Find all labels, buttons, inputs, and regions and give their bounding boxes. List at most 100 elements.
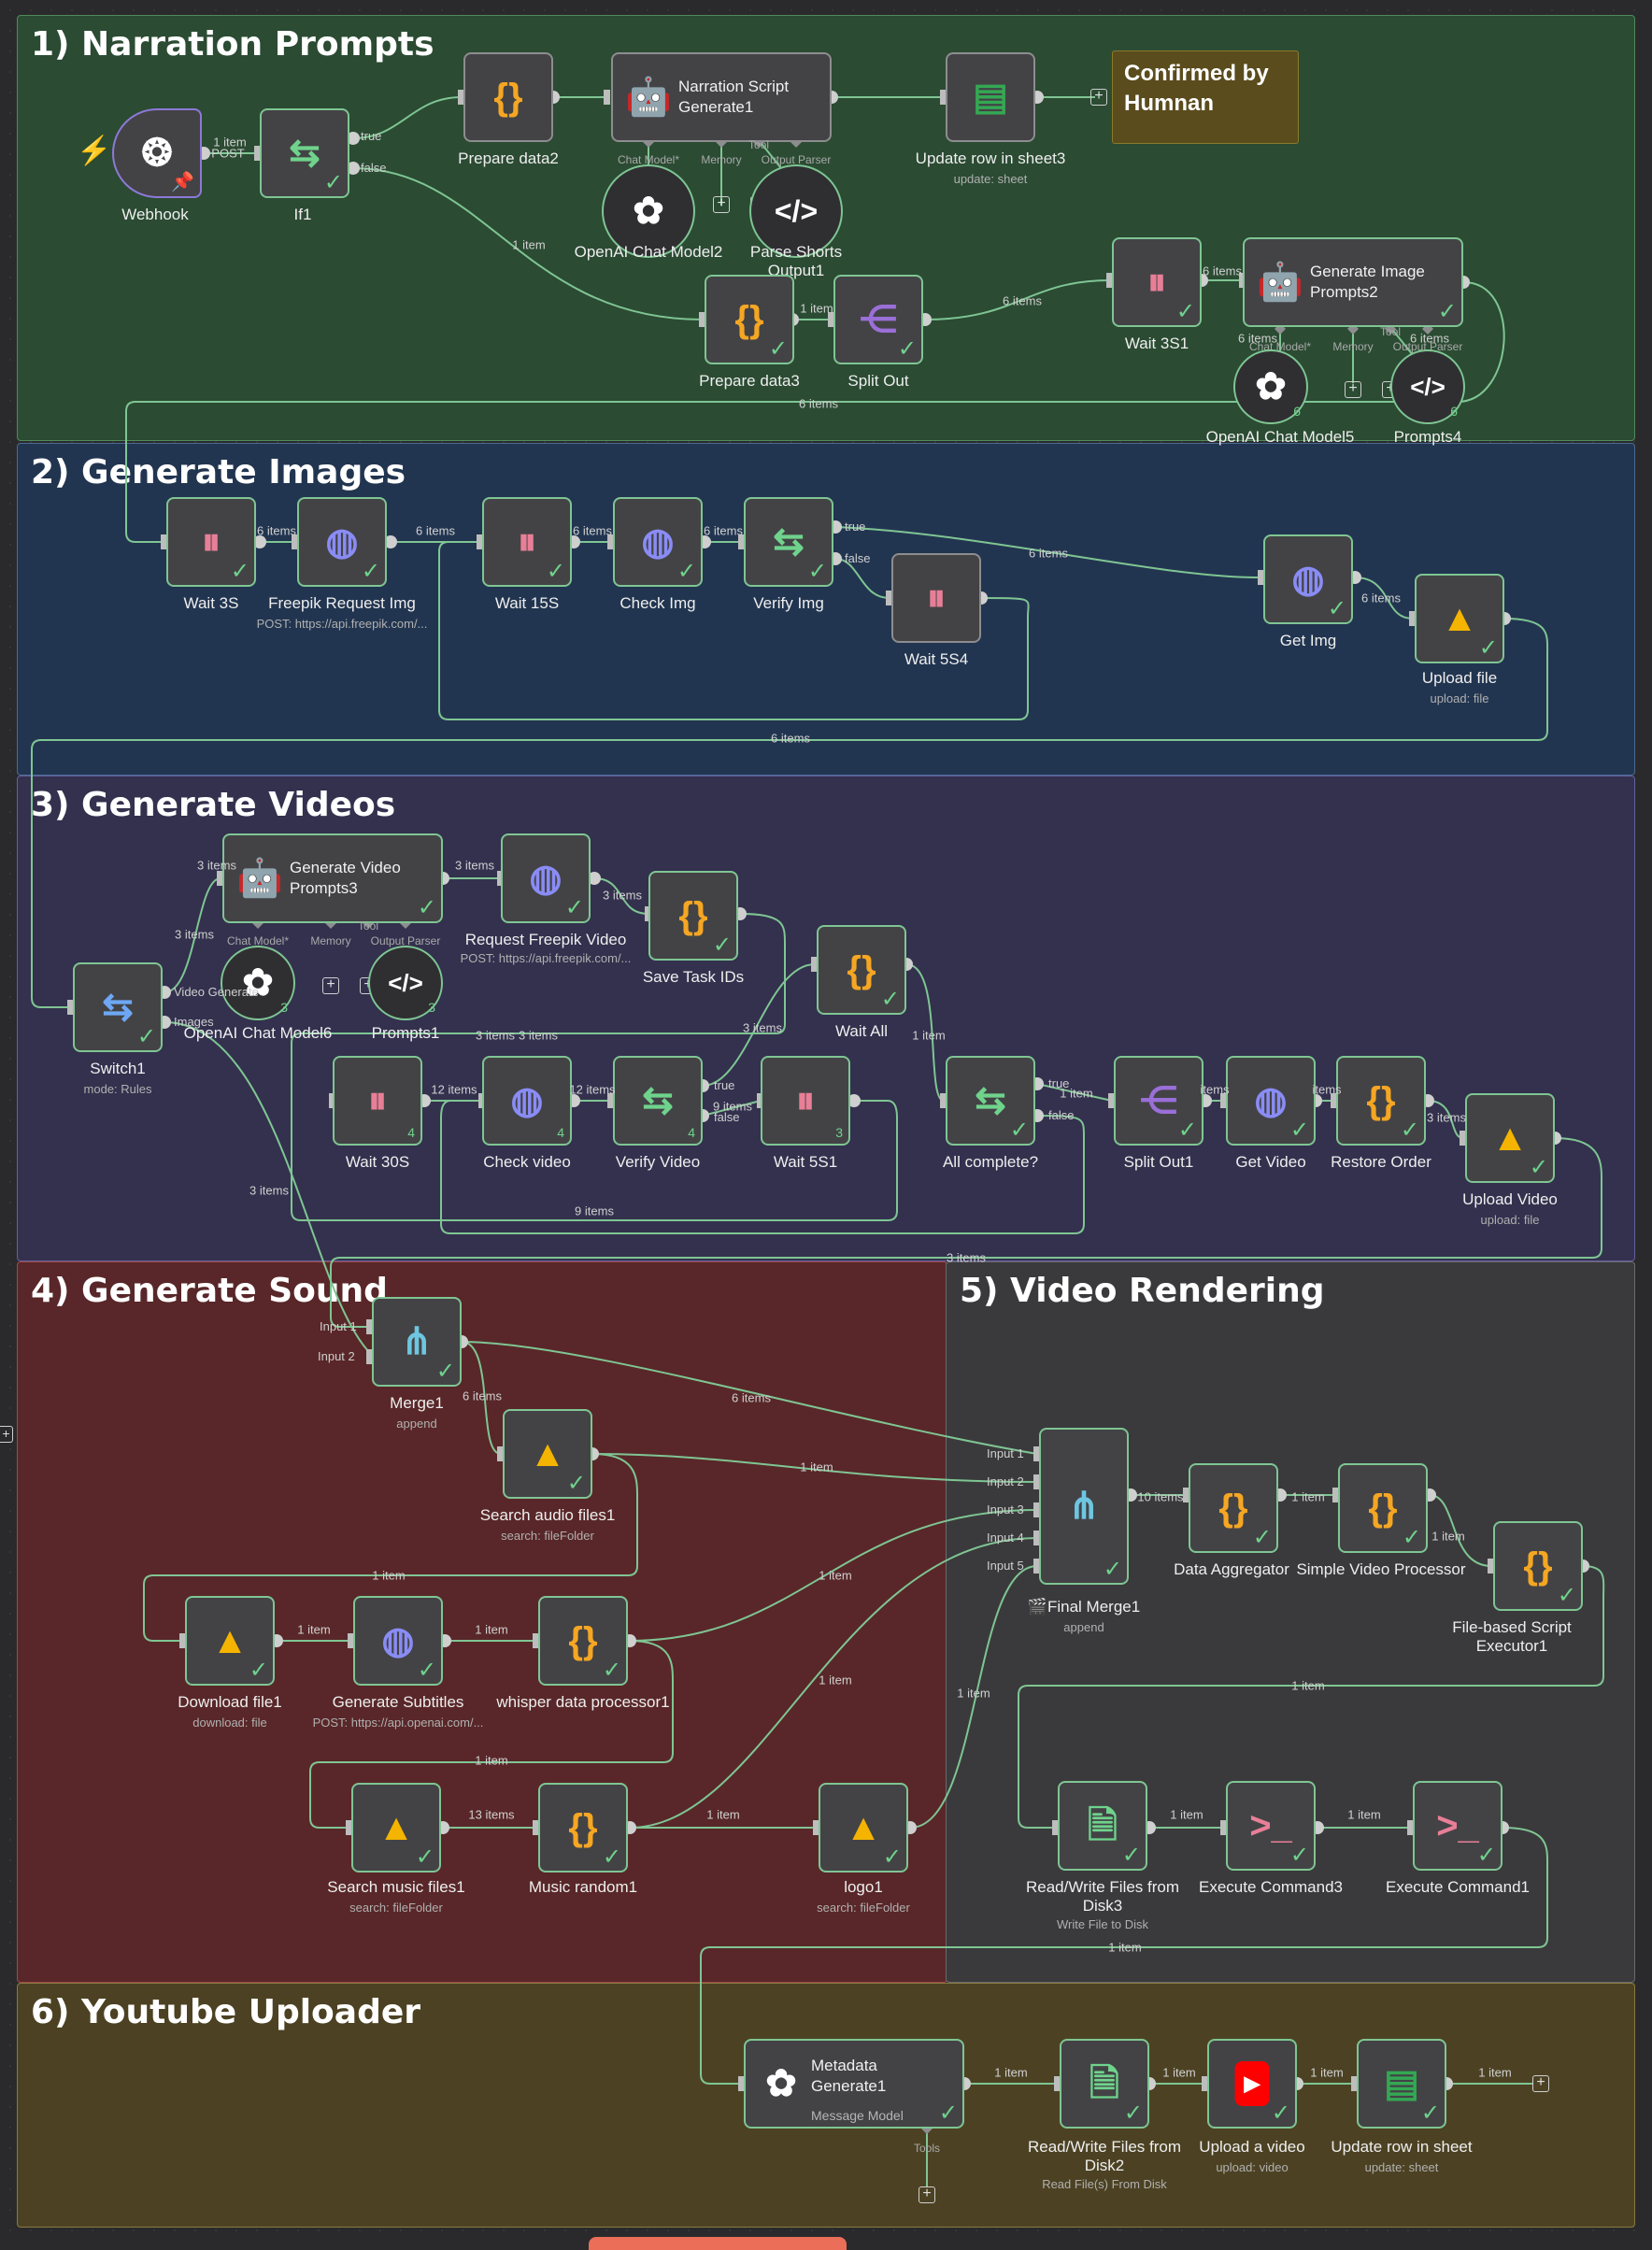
port-label-input-1: Input 1 xyxy=(987,1446,1024,1460)
check-icon: ✓ xyxy=(602,1844,621,1870)
sidebar-expand-icon[interactable]: + xyxy=(0,1426,13,1443)
simple-video-processor-node[interactable]: {}✓ xyxy=(1338,1463,1428,1553)
whisper-data-processor1-node[interactable]: {}✓ xyxy=(538,1596,628,1686)
node-sublabel: download: file xyxy=(192,1716,267,1730)
verify-video-node[interactable]: ⇆4 xyxy=(613,1056,703,1146)
openai-chat-model2-node[interactable]: ✿ xyxy=(602,164,695,258)
get-img-node[interactable]: ◍✓ xyxy=(1263,534,1353,624)
node-label: Update row in sheet xyxy=(1331,2138,1473,2156)
prepare-data2-node[interactable]: {} xyxy=(463,52,553,142)
openai-icon: ✿ xyxy=(633,191,664,232)
wait-3s1-node[interactable]: ⏸✓ xyxy=(1112,237,1202,327)
prompts4-node[interactable]: </>6 xyxy=(1390,349,1465,424)
wire-label: 1 item xyxy=(1478,2065,1512,2080)
read-write-files-disk2-node[interactable]: 🗎✓ xyxy=(1060,2039,1149,2129)
node-sublabel: POST: https://api.openai.com/... xyxy=(312,1716,484,1730)
wire-label: 6 items xyxy=(416,523,455,538)
add-tool-button[interactable]: + xyxy=(919,2186,935,2203)
file-based-script-executor1-node[interactable]: {}✓ xyxy=(1493,1521,1583,1611)
sub-port-chat-model: Chat Model* xyxy=(226,934,290,947)
add-node-button[interactable]: + xyxy=(1532,2075,1549,2092)
wire-label: 6 items xyxy=(1203,263,1242,278)
sticky-note[interactable]: Confirmed by Humnan xyxy=(1112,50,1299,144)
add-memory-button[interactable]: + xyxy=(322,977,339,994)
split-out-node[interactable]: ⋲✓ xyxy=(833,275,923,364)
openai-chat-model5-node[interactable]: ✿6 xyxy=(1233,349,1308,424)
upload-video-node[interactable]: ▲✓ xyxy=(1465,1093,1555,1183)
narration-script-node[interactable]: 🤖Narration Script Generate1 xyxy=(611,52,832,142)
final-merge1-node[interactable]: ⋔✓ xyxy=(1039,1428,1129,1585)
music-random1-node[interactable]: {}✓ xyxy=(538,1783,628,1873)
gen-image-prompts2-node[interactable]: 🤖Generate Image Prompts2✓ xyxy=(1243,237,1463,327)
logo1-node[interactable]: ▲✓ xyxy=(819,1783,908,1873)
port-label-input-2: Input 2 xyxy=(987,1474,1024,1488)
google-drive-icon: ▲ xyxy=(529,1433,566,1474)
verify-img-node[interactable]: ⇆✓ xyxy=(744,497,833,587)
wait-15s-node[interactable]: ⏸✓ xyxy=(482,497,572,587)
upload-file-node[interactable]: ▲✓ xyxy=(1415,574,1504,663)
node-label: Prepare data3 xyxy=(699,372,800,390)
braces-icon: {} xyxy=(1366,1080,1396,1121)
restore-order-node[interactable]: {}✓ xyxy=(1336,1056,1426,1146)
wire-label: 6 items xyxy=(1003,293,1042,308)
wait-30s-node[interactable]: ⏸4 xyxy=(333,1056,422,1146)
execute-command3-node[interactable]: >_✓ xyxy=(1226,1781,1316,1871)
bottom-action-button[interactable] xyxy=(589,2237,847,2250)
gen-video-prompts3-node[interactable]: 🤖Generate Video Prompts3✓ xyxy=(222,833,443,923)
switch1-node[interactable]: ⇆✓ xyxy=(73,962,163,1052)
split-out1-node[interactable]: ⋲✓ xyxy=(1114,1056,1203,1146)
wait-3s-node[interactable]: ⏸✓ xyxy=(166,497,256,587)
wire-label: 3 items xyxy=(1427,1110,1466,1125)
freepik-request-img-node[interactable]: ◍✓ xyxy=(297,497,387,587)
google-drive-icon: ▲ xyxy=(1491,1118,1529,1159)
check-img-node[interactable]: ◍✓ xyxy=(613,497,703,587)
get-video-node[interactable]: ◍✓ xyxy=(1226,1056,1316,1146)
data-aggregator-node[interactable]: {}✓ xyxy=(1189,1463,1278,1553)
openai-icon: ✿ xyxy=(1255,366,1287,407)
node-label: Request Freepik Video xyxy=(464,931,627,948)
if1-node[interactable]: ⇆✓ xyxy=(260,108,349,198)
download-file1-node[interactable]: ▲✓ xyxy=(185,1596,275,1686)
wait-5s4-node[interactable]: ⏸ xyxy=(891,553,981,643)
check-icon: ✓ xyxy=(897,336,917,362)
wire-label: 1 item xyxy=(1347,1807,1381,1822)
search-music-files1-node[interactable]: ▲✓ xyxy=(351,1783,441,1873)
check-icon: ✓ xyxy=(136,1024,156,1049)
node-sublabel: upload: file xyxy=(1430,691,1489,705)
openai-chat-model6-node[interactable]: ✿3 xyxy=(221,946,295,1020)
check-video-node[interactable]: ◍4 xyxy=(482,1056,572,1146)
update-row-in-sheet-node[interactable]: ▤✓ xyxy=(1357,2039,1446,2129)
add-node-button[interactable]: + xyxy=(1090,89,1107,106)
node-label: Prompts1 xyxy=(371,1024,440,1042)
node-label: whisper data processor1 xyxy=(496,1693,670,1711)
run-count-badge: 3 xyxy=(428,1000,435,1015)
globe-icon: ◍ xyxy=(529,858,563,899)
wait-all-node[interactable]: {}✓ xyxy=(817,925,906,1015)
node-label: Wait All xyxy=(834,1022,889,1040)
add-memory-button[interactable]: + xyxy=(1345,381,1361,398)
run-count-badge: 6 xyxy=(1293,404,1301,419)
request-freepik-video-node[interactable]: ◍✓ xyxy=(501,833,591,923)
openai-icon: ✿ xyxy=(765,2063,797,2104)
merge1-node[interactable]: ⋔✓ xyxy=(372,1297,462,1387)
port-label-false: false xyxy=(714,1110,740,1124)
prompts1-node[interactable]: </>3 xyxy=(368,946,443,1020)
prepare-data3-node[interactable]: {}✓ xyxy=(705,275,794,364)
search-audio-files1-node[interactable]: ▲✓ xyxy=(503,1409,592,1499)
port-label-true: true xyxy=(361,129,382,143)
all-complete-node[interactable]: ⇆✓ xyxy=(946,1056,1035,1146)
read-write-files-disk3-node[interactable]: 🗎✓ xyxy=(1058,1781,1147,1871)
webhook-node[interactable]: ❂📌 xyxy=(112,108,202,198)
save-task-ids-node[interactable]: {}✓ xyxy=(648,871,738,961)
sub-port-output-parser: Output Parser xyxy=(761,153,832,166)
execute-command1-node[interactable]: >_✓ xyxy=(1413,1781,1502,1871)
parse-shorts-output-node[interactable]: </> xyxy=(749,164,843,258)
generate-subtitles-node[interactable]: ◍✓ xyxy=(353,1596,443,1686)
update-row-sheet3-node[interactable]: ▤ xyxy=(946,52,1035,142)
node-label: Switch1 xyxy=(90,1060,146,1077)
wait-5s1-node[interactable]: ⏸3 xyxy=(761,1056,850,1146)
upload-a-video-node[interactable]: ▶✓ xyxy=(1207,2039,1297,2129)
wire-label: 1 item xyxy=(800,301,833,316)
add-memory-button[interactable]: + xyxy=(713,196,730,213)
